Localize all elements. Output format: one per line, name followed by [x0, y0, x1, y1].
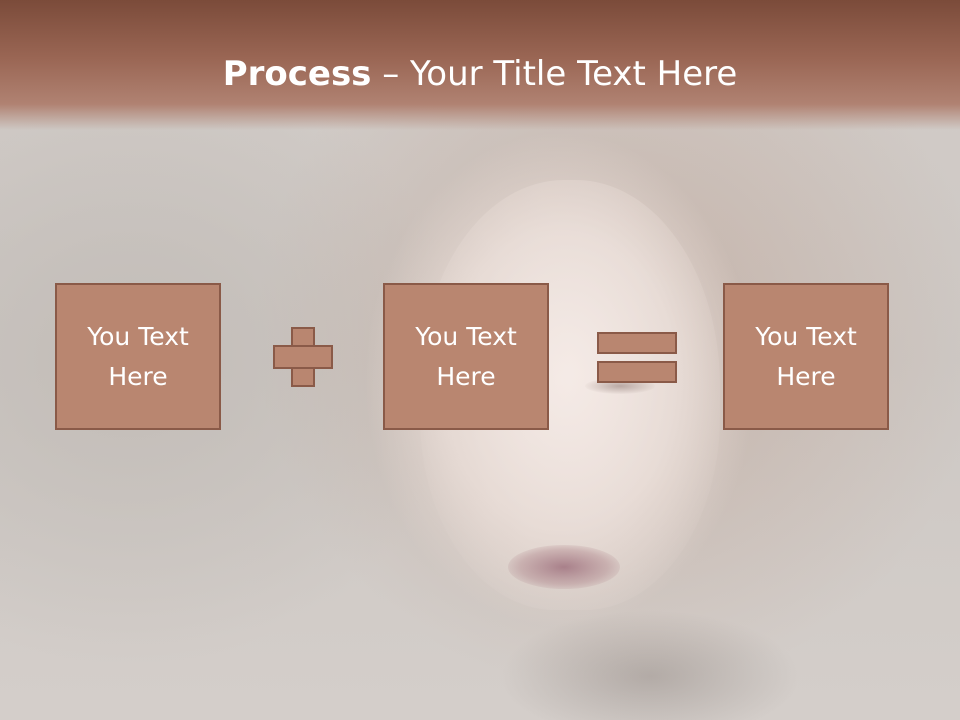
process-box-3[interactable]: You Text Here: [723, 283, 889, 430]
necklace-area: [500, 610, 800, 720]
equals-bottom-bar: [597, 361, 677, 383]
title-regular-part: – Your Title Text Here: [371, 54, 738, 94]
title-bold-part: Process: [222, 54, 372, 94]
process-box-2-text: You Text Here: [415, 321, 517, 391]
process-box-1[interactable]: You Text Here: [55, 283, 221, 430]
lips-area: [508, 545, 620, 589]
process-box-1-text: You Text Here: [87, 321, 189, 391]
title-band: [0, 0, 960, 130]
slide-title[interactable]: Process – Your Title Text Here: [0, 52, 960, 96]
process-box-3-text: You Text Here: [755, 321, 857, 391]
plus-center: [293, 347, 313, 367]
equals-top-bar: [597, 332, 677, 354]
process-box-2[interactable]: You Text Here: [383, 283, 549, 430]
